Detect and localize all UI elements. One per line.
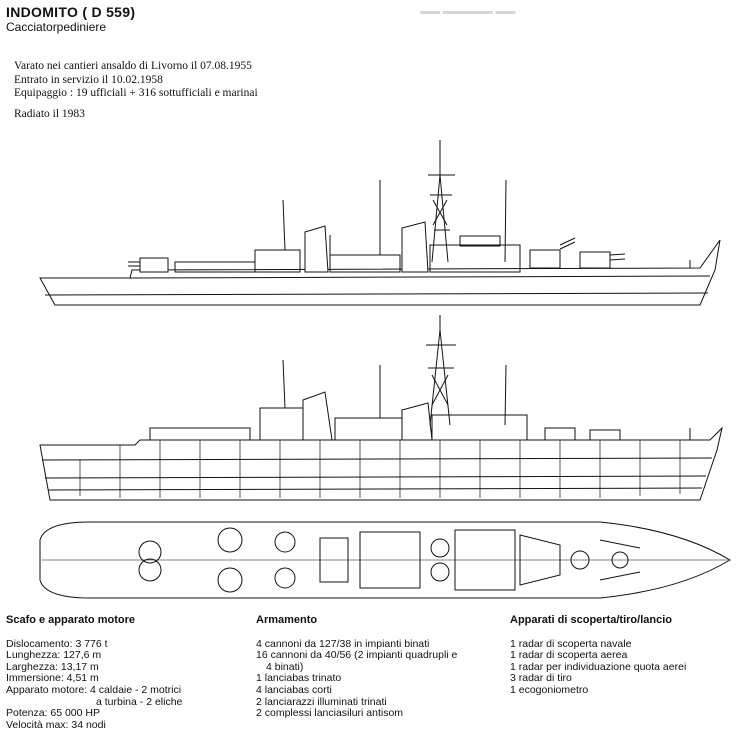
armamento-line: 4 cannoni da 127/38 in impianti binati (256, 637, 430, 650)
apparati-line: 3 radar di tiro (510, 672, 572, 685)
ship-drawings (39, 140, 731, 599)
ship-facts: Varato nei cantieri ansaldo di Livorno i… (14, 60, 258, 101)
ghost-text: ▬▬ ▬▬▬▬▬ ▬▬ (420, 6, 516, 17)
fact-launched: Varato nei cantieri ansaldo di Livorno i… (14, 60, 252, 72)
scafo-line: Apparato motore: 4 caldaie - 2 motrici (6, 683, 182, 696)
armamento-line: 2 lanciarazzi illuminati trinati (256, 695, 387, 708)
scafo-line: Dislocamento: 3 776 t (6, 637, 108, 650)
apparati-heading: Apparati di scoperta/tiro/lancio (510, 614, 672, 626)
scafo-line: Velocità max: 34 nodi (6, 718, 106, 731)
ship-class: Cacciatorpediniere (6, 20, 107, 34)
ship-plan-view (39, 521, 731, 599)
scafo-heading: Scafo e apparato motore (6, 614, 135, 626)
apparati-column: Apparati di scoperta/tiro/lancio 1 radar… (510, 614, 687, 697)
scafo-line: Larghezza: 13,17 m (6, 660, 99, 673)
armamento-line: 4 lanciabas corti (256, 683, 332, 696)
ship-profile-top (39, 140, 721, 306)
armamento-line: 1 lanciabas trinato (256, 672, 342, 685)
scafo-line: Potenza: 65 000 HP (6, 707, 100, 720)
scafo-line: a turbina - 2 eliche (96, 695, 183, 708)
fact-crew: Equipaggio : 19 ufficiali + 316 sottuffi… (14, 87, 258, 99)
armamento-heading: Armamento (256, 614, 318, 626)
fact-decommissioned: Radiato il 1983 (14, 108, 85, 120)
scafo-line: Immersione: 4,51 m (6, 672, 99, 685)
armamento-line: 4 binati) (266, 660, 304, 673)
ship-profile-detail (39, 315, 723, 501)
apparati-line: 1 ecogoniometro (510, 683, 589, 696)
page-title: INDOMITO ( D 559) (6, 4, 136, 20)
scafo-column: Scafo e apparato motore Dislocamento: 3 … (6, 614, 183, 731)
armamento-line: 16 cannoni da 40/56 (2 impianti quadrupl… (256, 649, 458, 662)
armamento-line: 2 complessi lanciasiluri antisom (256, 707, 404, 720)
armamento-column: Armamento 4 cannoni da 127/38 in impiant… (256, 614, 458, 720)
apparati-line: 1 radar di scoperta aerea (510, 649, 628, 662)
scafo-line: Lunghezza: 127,6 m (6, 649, 102, 662)
apparati-line: 1 radar di scoperta navale (510, 637, 632, 650)
apparati-line: 1 radar per individuazione quota aerei (510, 660, 687, 673)
fact-commissioned: Entrato in servizio il 10.02.1958 (14, 73, 163, 86)
